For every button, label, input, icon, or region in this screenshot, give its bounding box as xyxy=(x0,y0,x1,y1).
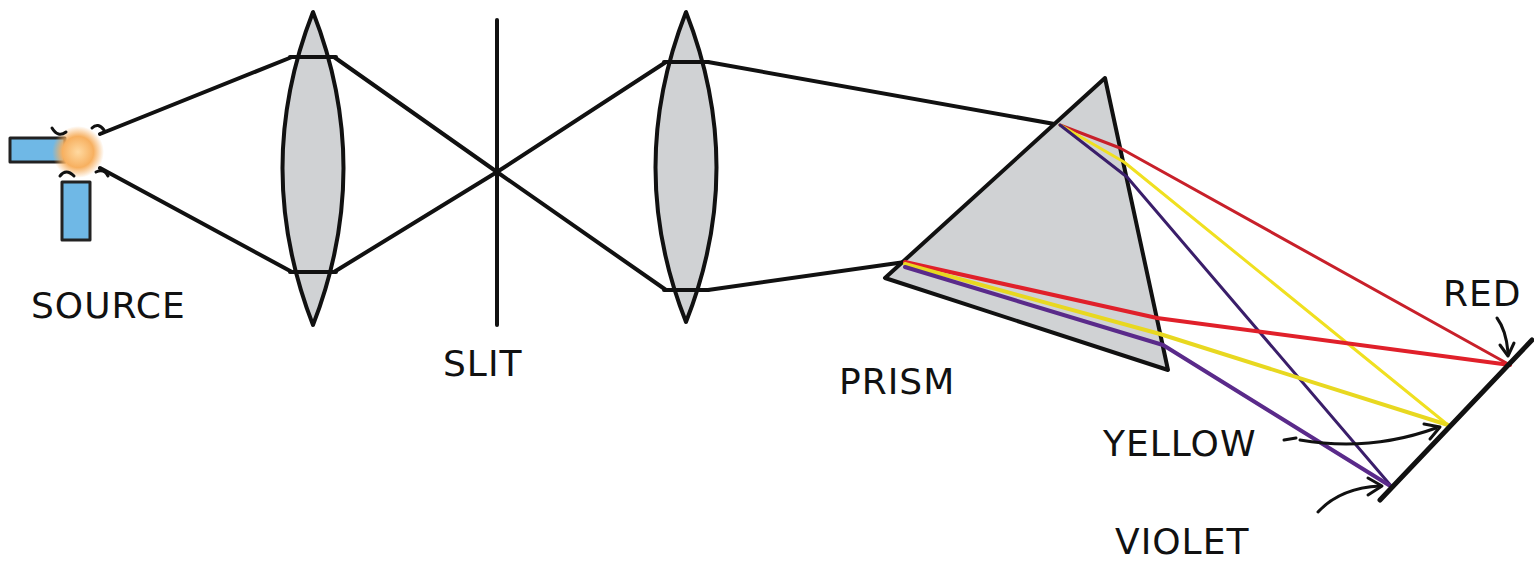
part-label: YELLOW xyxy=(1100,424,1260,464)
red-ray xyxy=(1060,125,1510,365)
violet-ray xyxy=(905,267,1392,487)
leader-line xyxy=(1300,428,1436,444)
light-ray xyxy=(497,62,666,290)
yellow-ray xyxy=(905,264,1448,425)
part-label: SLIT xyxy=(440,344,526,384)
part-label: PRISM xyxy=(836,362,958,402)
leader-line xyxy=(1318,486,1380,512)
light-ray xyxy=(100,57,292,272)
arrowhead xyxy=(1424,424,1440,439)
source-tube xyxy=(62,182,90,240)
lens-edge xyxy=(290,57,336,272)
leader-line xyxy=(1284,438,1296,440)
lens-edge xyxy=(664,62,708,290)
lens xyxy=(656,12,717,322)
part-label: SOURCE xyxy=(28,286,189,326)
arrowhead xyxy=(1368,478,1382,495)
lens xyxy=(283,12,344,325)
part-label: RED xyxy=(1440,274,1524,314)
part-label: VIOLET xyxy=(1112,522,1252,562)
screen xyxy=(1380,340,1532,500)
light-ray xyxy=(334,57,497,272)
arrowhead xyxy=(1500,343,1514,356)
